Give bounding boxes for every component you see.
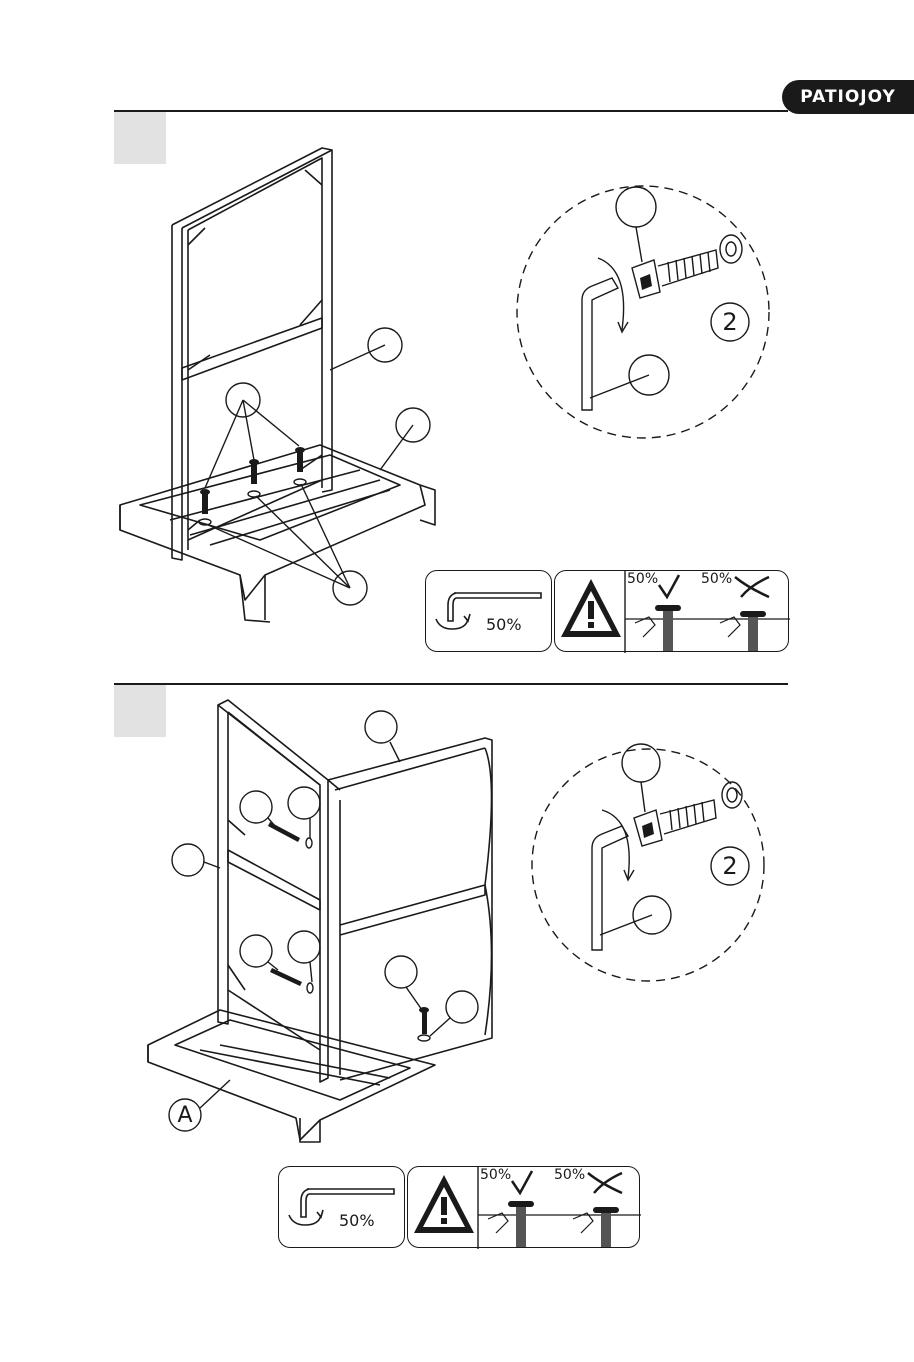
base-label: A <box>177 1103 192 1128</box>
check-icon <box>659 575 679 597</box>
bad-label: 50% <box>701 571 732 587</box>
washer-label: 2 <box>722 308 737 336</box>
bolt-icon <box>655 605 766 651</box>
cross-icon <box>588 1173 622 1193</box>
ok-label: 50% <box>627 571 658 587</box>
check-icon <box>512 1171 532 1193</box>
bad-label: 50% <box>554 1167 585 1183</box>
allen-key-icon <box>279 1167 406 1249</box>
brand-logo: PATIOJOY <box>782 80 914 114</box>
step2-warning-strip: 50% 50% 50% <box>278 1166 640 1248</box>
warning-triangle-icon <box>555 571 790 653</box>
torque-card: 50% <box>278 1166 405 1248</box>
bolt-icon <box>508 1201 619 1247</box>
ok-label: 50% <box>480 1167 511 1183</box>
caution-card: 50% 50% <box>554 570 789 652</box>
step2-base-callout: A <box>169 1099 201 1131</box>
torque-label: 50% <box>339 1211 375 1230</box>
caution-card: 50% 50% <box>407 1166 640 1248</box>
warning-triangle-icon <box>408 1167 641 1249</box>
top-divider <box>114 110 788 112</box>
brand-name: PATIOJOY <box>800 87 896 107</box>
torque-label: 50% <box>486 615 522 634</box>
step1-washer-callout: 2 <box>711 303 749 341</box>
step1-warning-strip: 50% 50% 50% <box>425 570 789 652</box>
step2-marker <box>114 685 166 737</box>
cross-icon <box>735 577 769 597</box>
allen-key-icon <box>426 571 553 653</box>
torque-card: 50% <box>425 570 552 652</box>
middle-divider <box>114 683 788 685</box>
step2-washer-callout: 2 <box>711 847 749 885</box>
step1-marker <box>114 112 166 164</box>
washer-label: 2 <box>722 852 737 880</box>
